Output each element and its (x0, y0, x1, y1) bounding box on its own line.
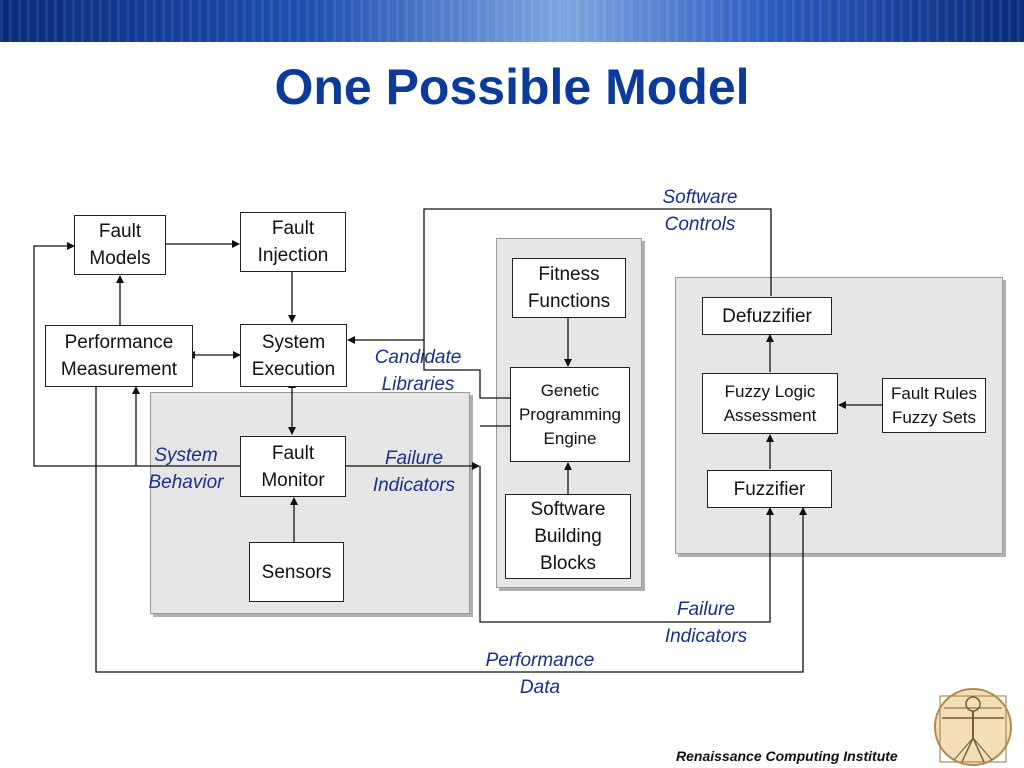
fault-monitor-line-1: Fault (271, 442, 315, 464)
defuzzifier-box: Defuzzifier (702, 297, 832, 335)
gp-engine-line-3: Engine (543, 428, 597, 448)
failure-indicators-bottom-line-1: Failure (676, 599, 736, 620)
failure-indicators-bottom-line-2: Indicators (664, 626, 748, 647)
system-execution-line-1: System (261, 331, 326, 353)
vitruvian-man-logo-icon (934, 688, 1012, 766)
system-behavior-loop (33, 242, 240, 467)
failure-indicators-mid-line-1: Failure (384, 448, 444, 469)
fault-monitor-line-2: Monitor (261, 469, 325, 491)
candidate-libraries-arrow (347, 336, 510, 399)
sensors-label: Sensors (261, 561, 332, 583)
fault-rules-line: Fault Rules (891, 383, 977, 403)
fuzzifier-box: Fuzzifier (707, 470, 832, 508)
software-building-blocks-box: Software Building Blocks (505, 494, 631, 579)
fault-models-line-2: Models (89, 248, 151, 269)
software-controls-line (423, 208, 772, 340)
page-title: One Possible Model (274, 59, 750, 115)
candidate-libraries-label: Candidate Libraries (358, 344, 478, 398)
header-banner (0, 0, 1024, 42)
fuzzy-sets-line: Fuzzy Sets (891, 407, 977, 427)
software-controls-line-1: Software (662, 187, 738, 208)
building-blocks-line-2: Building (534, 526, 602, 547)
building-blocks-line-3: Blocks (540, 553, 596, 574)
candidate-libraries-line-2: Libraries (381, 374, 455, 395)
defuzzifier-label: Defuzzifier (722, 305, 812, 327)
fault-rules-fuzzy-sets-box: Fault Rules Fuzzy Sets (882, 378, 986, 433)
failure-indicators-mid-line-2: Indicators (372, 475, 456, 496)
fault-injection-line-1: Fault (271, 218, 315, 239)
performance-measurement-line-2: Measurement (60, 359, 178, 380)
performance-data-arrow (95, 387, 807, 673)
failure-indicators-label-bottom: Failure Indicators (648, 596, 764, 650)
fuzzifier-label: Fuzzifier (733, 478, 806, 500)
fitness-functions-line-2: Functions (527, 291, 611, 312)
fault-injection-line-2: Injection (257, 245, 329, 266)
performance-data-line-1: Performance (485, 650, 595, 671)
assessment-line-2: Assessment (723, 405, 817, 425)
failure-indicators-label-mid: Failure Indicators (356, 445, 472, 499)
fuzzy-logic-assessment-box: Fuzzy Logic Assessment (702, 373, 838, 434)
fault-injection-box: Fault Injection (240, 212, 346, 272)
performance-data-line-2: Data (519, 677, 561, 698)
assessment-line-1: Fuzzy Logic (724, 381, 816, 401)
failure-indicators-bottom-arrow (479, 466, 774, 623)
performance-data-label: Performance Data (470, 647, 610, 701)
building-blocks-line-1: Software (530, 499, 606, 520)
candidate-libraries-line-1: Candidate (374, 347, 462, 368)
system-execution-line-2: Execution (251, 358, 336, 380)
software-controls-line-2: Controls (664, 214, 736, 235)
performance-measurement-box: Performance Measurement (45, 325, 193, 387)
genetic-programming-engine-box: Genetic Programming Engine (510, 367, 630, 462)
performance-measurement-line-1: Performance (64, 332, 174, 353)
gp-engine-line-1: Genetic (540, 380, 600, 400)
gp-engine-line-2: Programming (518, 404, 622, 424)
system-execution-box: System Execution (240, 324, 347, 387)
fault-monitor-box: Fault Monitor (240, 436, 346, 497)
system-behavior-label: System Behavior (136, 442, 236, 496)
system-behavior-line-2: Behavior (148, 472, 224, 493)
software-controls-label: Software Controls (640, 184, 760, 238)
footer-institute-name: Renaissance Computing Institute (676, 748, 898, 764)
fitness-functions-line-1: Fitness (538, 264, 600, 285)
fitness-functions-box: Fitness Functions (512, 258, 626, 318)
system-behavior-line-1: System (154, 445, 218, 466)
fault-models-box: Fault Models (74, 215, 166, 275)
sensors-box: Sensors (249, 542, 344, 602)
fault-models-line-1: Fault (98, 221, 142, 242)
